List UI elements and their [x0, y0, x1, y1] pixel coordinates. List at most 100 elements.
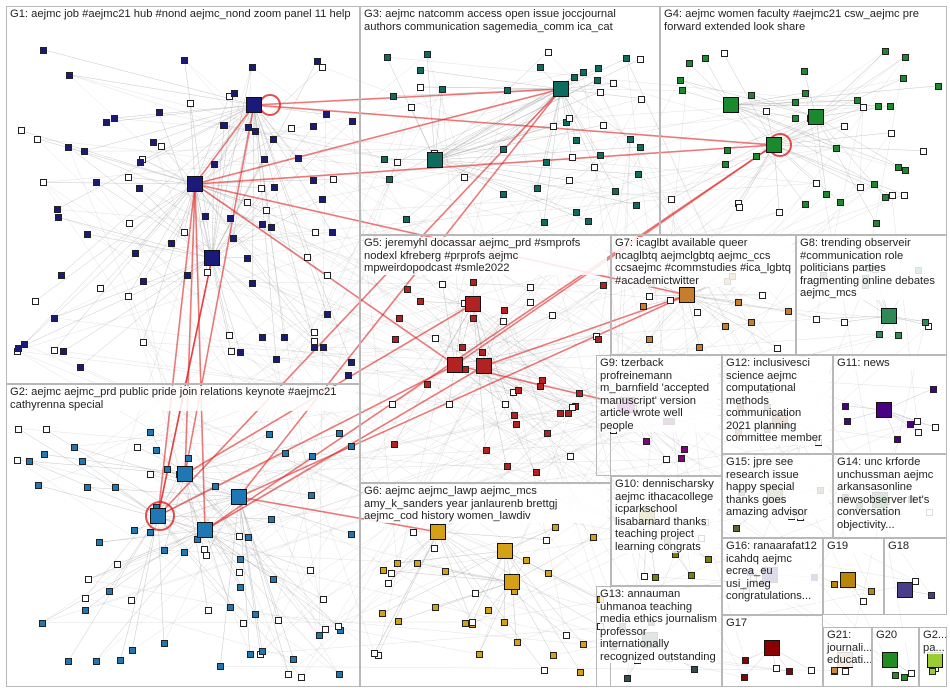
- node: [902, 167, 910, 175]
- cross-edge: [16, 102, 795, 352]
- node: [640, 303, 648, 311]
- node: [347, 443, 355, 451]
- node: [211, 482, 219, 490]
- node: [307, 566, 314, 574]
- edge: [773, 125, 844, 146]
- edge: [194, 183, 232, 352]
- node: [60, 348, 68, 356]
- hub-edge: [238, 294, 688, 498]
- edge: [426, 54, 436, 161]
- group-box-g22: G2... pa...: [919, 627, 947, 687]
- cross-edge: [485, 413, 561, 450]
- node: [269, 136, 277, 144]
- node: [237, 584, 245, 592]
- node: [802, 201, 810, 209]
- node: [347, 359, 355, 366]
- hub-node: [808, 109, 824, 125]
- edge: [18, 428, 159, 517]
- node: [230, 90, 238, 98]
- edge: [87, 529, 206, 580]
- node: [441, 567, 449, 575]
- edge: [133, 496, 240, 531]
- node: [736, 203, 744, 211]
- node: [600, 122, 608, 130]
- cross-edge: [314, 158, 384, 233]
- node: [720, 50, 728, 58]
- node: [136, 185, 144, 193]
- node: [610, 80, 617, 88]
- edge: [434, 79, 598, 161]
- node: [432, 603, 440, 611]
- node: [236, 555, 244, 563]
- node: [103, 119, 111, 127]
- node: [876, 330, 884, 338]
- edge: [149, 474, 240, 498]
- node: [203, 268, 211, 276]
- cross-edge: [16, 350, 449, 404]
- node: [812, 315, 820, 323]
- cross-edge: [313, 179, 449, 404]
- node: [482, 446, 490, 454]
- edge: [184, 473, 325, 630]
- node: [211, 160, 219, 168]
- node: [328, 228, 336, 236]
- node: [111, 483, 119, 491]
- node: [249, 280, 257, 288]
- node: [701, 55, 709, 63]
- edge: [536, 88, 562, 189]
- cross-edge: [178, 474, 250, 655]
- node: [597, 88, 605, 96]
- node: [258, 647, 266, 655]
- edge: [471, 550, 506, 624]
- node: [844, 417, 852, 425]
- node: [146, 471, 154, 479]
- edge: [238, 456, 312, 498]
- edge: [560, 88, 616, 191]
- edge: [211, 158, 265, 259]
- node: [323, 310, 331, 318]
- node: [228, 348, 235, 356]
- node: [527, 298, 535, 306]
- node: [859, 104, 867, 112]
- hub-edges-layer: [145, 88, 792, 533]
- cross-edge: [261, 223, 916, 582]
- edge: [434, 88, 562, 154]
- node: [840, 122, 848, 130]
- node: [295, 154, 303, 162]
- hub-node: [150, 508, 166, 524]
- group-label: G10: dennischarsky aejmc ithacacollege i…: [615, 478, 718, 553]
- node: [772, 665, 780, 673]
- node: [183, 271, 191, 279]
- node: [160, 640, 168, 648]
- edge: [184, 433, 270, 475]
- edge: [560, 58, 627, 90]
- node: [566, 177, 574, 185]
- node: [347, 530, 355, 538]
- cross-edge: [127, 295, 206, 556]
- node: [134, 444, 142, 452]
- cross-edge: [149, 458, 667, 475]
- node: [71, 443, 79, 451]
- node: [722, 322, 730, 330]
- edge: [83, 104, 255, 152]
- group-box-g16: G16: ranaarafat12 icahdq aejmc ecrea_eu …: [722, 538, 823, 615]
- edge: [374, 531, 439, 654]
- node: [147, 529, 155, 537]
- hub-node: [876, 402, 892, 418]
- node: [17, 127, 25, 135]
- node: [336, 430, 344, 438]
- node: [345, 372, 353, 380]
- cross-edge: [150, 403, 505, 533]
- edge: [738, 144, 775, 207]
- node: [285, 670, 293, 678]
- node: [575, 389, 583, 397]
- node: [591, 164, 599, 172]
- node: [747, 319, 755, 327]
- node: [514, 387, 522, 395]
- cross-edge: [441, 88, 462, 347]
- edge: [434, 159, 589, 222]
- node: [310, 123, 318, 131]
- edge: [139, 104, 255, 163]
- edge: [194, 96, 230, 185]
- node: [802, 89, 810, 97]
